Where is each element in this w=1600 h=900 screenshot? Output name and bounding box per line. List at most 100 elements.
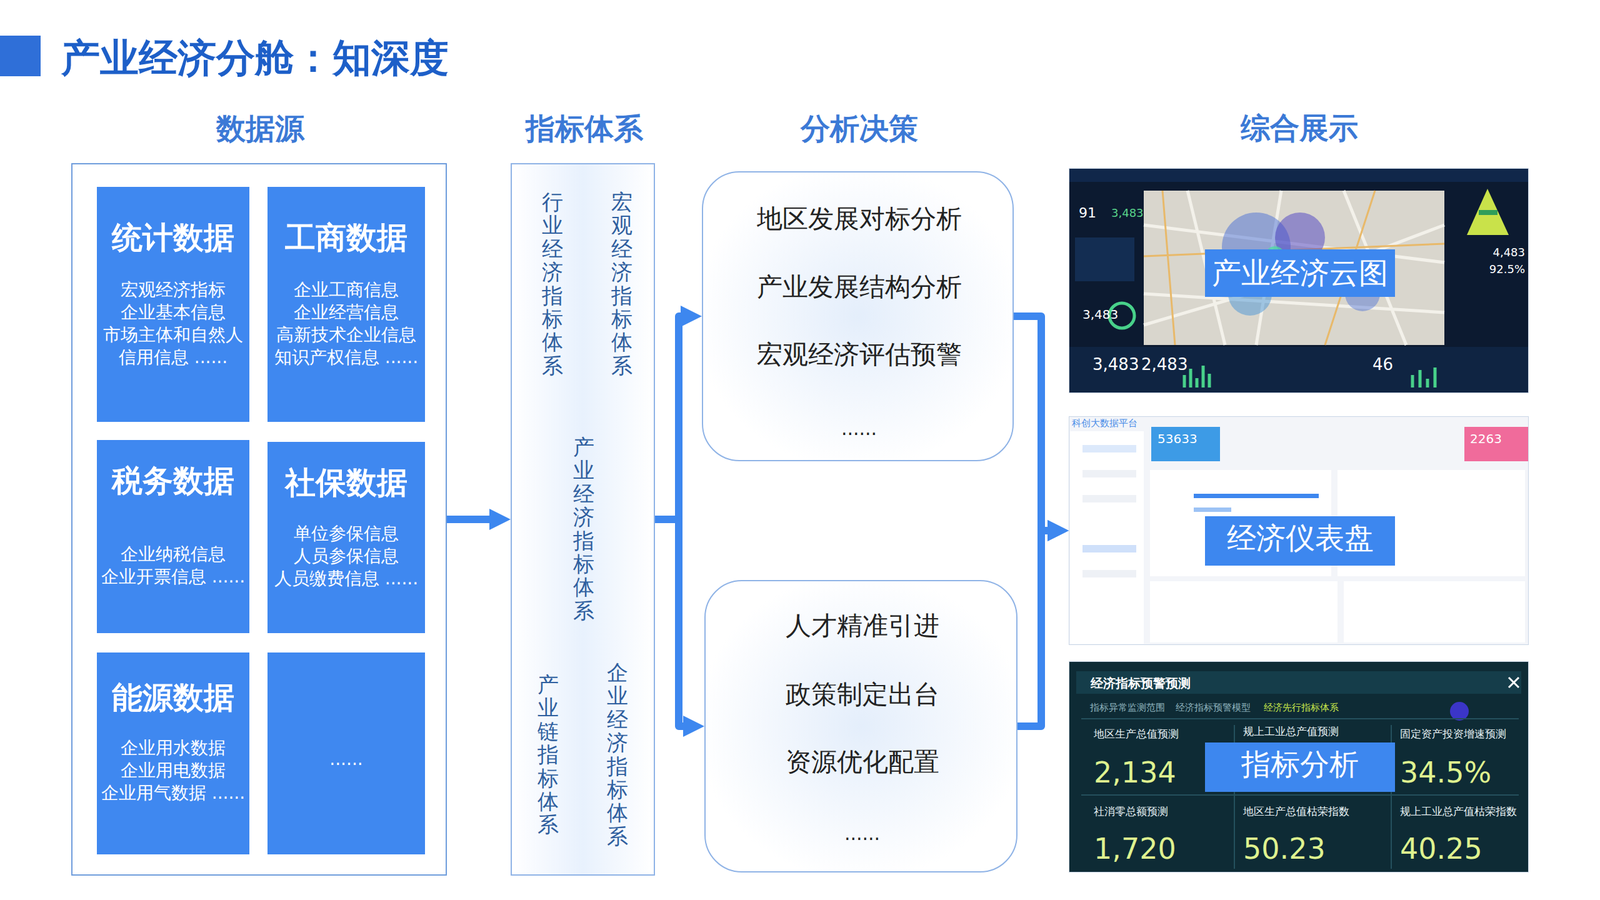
flow-arrow [1013,316,1059,531]
box-text: 政策制定出台 [705,677,1019,712]
caption-tag: 经济仪表盘 [1205,516,1395,566]
data-source-box: 统计数据宏观经济指标 企业基本信息 市场主体和自然人 信用信息 ...... [96,186,250,422]
screen-value: 经济先行指标体系 [1263,701,1339,714]
box-text: 企业工商信息 企业经营信息 高新技术企业信息 知识产权信息 ...... [270,278,423,369]
box-text: 行业经济指标体系 [541,190,564,378]
screen-value: 经济指标预警模型 [1175,701,1251,714]
pyramid-chart [1466,188,1509,235]
box-heading: 指标体系 [511,109,657,149]
screen-value: 社消零总额预测 [1093,804,1169,819]
box-text: 单位参保信息 人员参保信息 人员缴费信息 ...... [270,522,423,590]
screen-topbar [1068,168,1529,182]
sidebar-item [1082,545,1137,553]
divider [1081,718,1519,869]
data-source-box: 能源数据企业用水数据 企业用电数据 企业用气数据 ...... [96,652,250,855]
box-text: 宏观经济评估预警 [703,337,1015,372]
screen-value: 规上工业总产值枯荣指数 [1400,804,1517,819]
flow-arrow [1017,530,1059,727]
box-text: 科创大数据平台 [1071,417,1210,430]
box-heading: 能源数据 [96,677,250,719]
data-source-box: 社保数据单位参保信息 人员参保信息 人员缴费信息 ...... [267,441,425,634]
box-text: ...... [267,748,425,770]
rounded-box: 人才精准引进政策制定出台资源优化配置...... [704,580,1018,873]
box-heading: 工商数据 [267,217,425,259]
box-text: 数据源 [72,109,449,149]
page-title: 产业经济分舱：知深度 [61,31,449,85]
caption-tag: 产业经济云图 [1205,249,1395,297]
screen-value: 3,483 [1111,206,1144,220]
screen-value: 91 [1078,205,1097,221]
box-text: 产业经济指标体系 [573,435,595,623]
sidebar [1070,431,1144,644]
screen-value: 3,483 [1092,355,1139,374]
screen-background [1068,168,1529,394]
cursor-dot [1450,701,1469,721]
box-text: ...... [703,417,1015,440]
box-heading: 人才精准引进 [705,608,1019,644]
screen-value: 46 [1372,355,1394,374]
sidebar-item [1082,570,1137,578]
box-text: 经济指标预警预测 [1090,675,1279,692]
box-heading: 税务数据 [96,460,250,502]
screen-background [1068,416,1529,645]
bottom-strip [1068,346,1529,394]
box-text: 指标分析 [1205,745,1395,785]
screen-header [1076,671,1522,694]
pyramid-band [1478,210,1498,215]
box-text: 产业经济云图 [1205,253,1395,294]
screen-value: 4,483 [1492,245,1525,259]
bar-chart [1184,365,1435,388]
kpi-card [1151,426,1220,462]
flow-arrow [446,515,501,524]
screen-value: 2,483 [1141,355,1188,374]
box-text: 企业纳税信息 企业开票信息 ...... [99,543,247,589]
data-source-box: 工商数据企业工商信息 企业经营信息 高新技术企业信息 知识产权信息 ...... [267,186,425,422]
rounded-box: 分析决策地区发展对标分析产业发展结构分析宏观经济评估预警...... [701,171,1014,462]
data-source-box: ...... [267,652,425,855]
screen-value: 50.23 [1243,831,1326,866]
box-text: 企业用水数据 企业用电数据 企业用气数据 ...... [99,736,247,805]
box-text: 经济仪表盘 [1205,518,1395,559]
screen-value: 规上工业总产值预测 [1243,724,1339,739]
screen-value: 指标异常监测范围 [1090,701,1165,714]
screen-value: 地区生产总值枯荣指数 [1243,804,1350,819]
box-text: 宏观经济指标体系 [611,190,633,378]
screen-value: 1,720 [1093,831,1177,866]
box-text: 产业发展结构分析 [703,270,1015,305]
box-heading: 统计数据 [96,217,250,259]
indicator-column: 指标体系行业经济指标体系宏观经济指标体系产业经济指标体系产业链指标体系企业经济指… [510,163,655,876]
chart-bar [1193,507,1232,512]
screen-value: 2,134 [1093,755,1177,790]
sidebar-item [1082,495,1137,503]
map-roads [1143,190,1445,345]
column-frame: 数据源统计数据宏观经济指标 企业基本信息 市场主体和自然人 信用信息 .....… [71,163,447,876]
screenshot-panel: 科创大数据平台经济仪表盘 [1068,416,1529,645]
title-marker [0,35,41,77]
caption-tag: 指标分析 [1205,742,1395,792]
screen-value: 92.5% [1489,262,1525,276]
side-widget [1075,237,1135,282]
list-panel [1343,581,1525,643]
box-text: 企业经济指标体系 [606,661,629,849]
sidebar-item [1082,470,1137,478]
screen-value: 3,483 [1082,306,1119,322]
screen-background [1068,661,1529,873]
box-text: 资源优化配置 [705,745,1019,780]
box-text: 产业链指标体系 [537,673,559,837]
map-roads-minor [1143,190,1445,345]
sidebar-item [1082,445,1137,453]
screen-value: 53633 [1157,431,1198,447]
chart-bar [1193,493,1319,499]
screen-value: 34.5% [1400,755,1492,790]
screen-value: 固定资产投资增速预测 [1400,726,1507,742]
data-source-box: 税务数据企业纳税信息 企业开票信息 ...... [96,440,250,634]
screen-value: 2263 [1470,431,1502,447]
box-text: 地区发展对标分析 [703,201,1015,237]
kpi-card [1464,426,1529,462]
flow-arrow [655,519,695,727]
close-cross [1508,677,1519,688]
screen-value: 地区生产总值预测 [1093,726,1179,742]
box-text: 综合展示 [1069,108,1530,149]
box-text: ...... [705,822,1019,845]
screen-value: 40.25 [1400,831,1483,866]
